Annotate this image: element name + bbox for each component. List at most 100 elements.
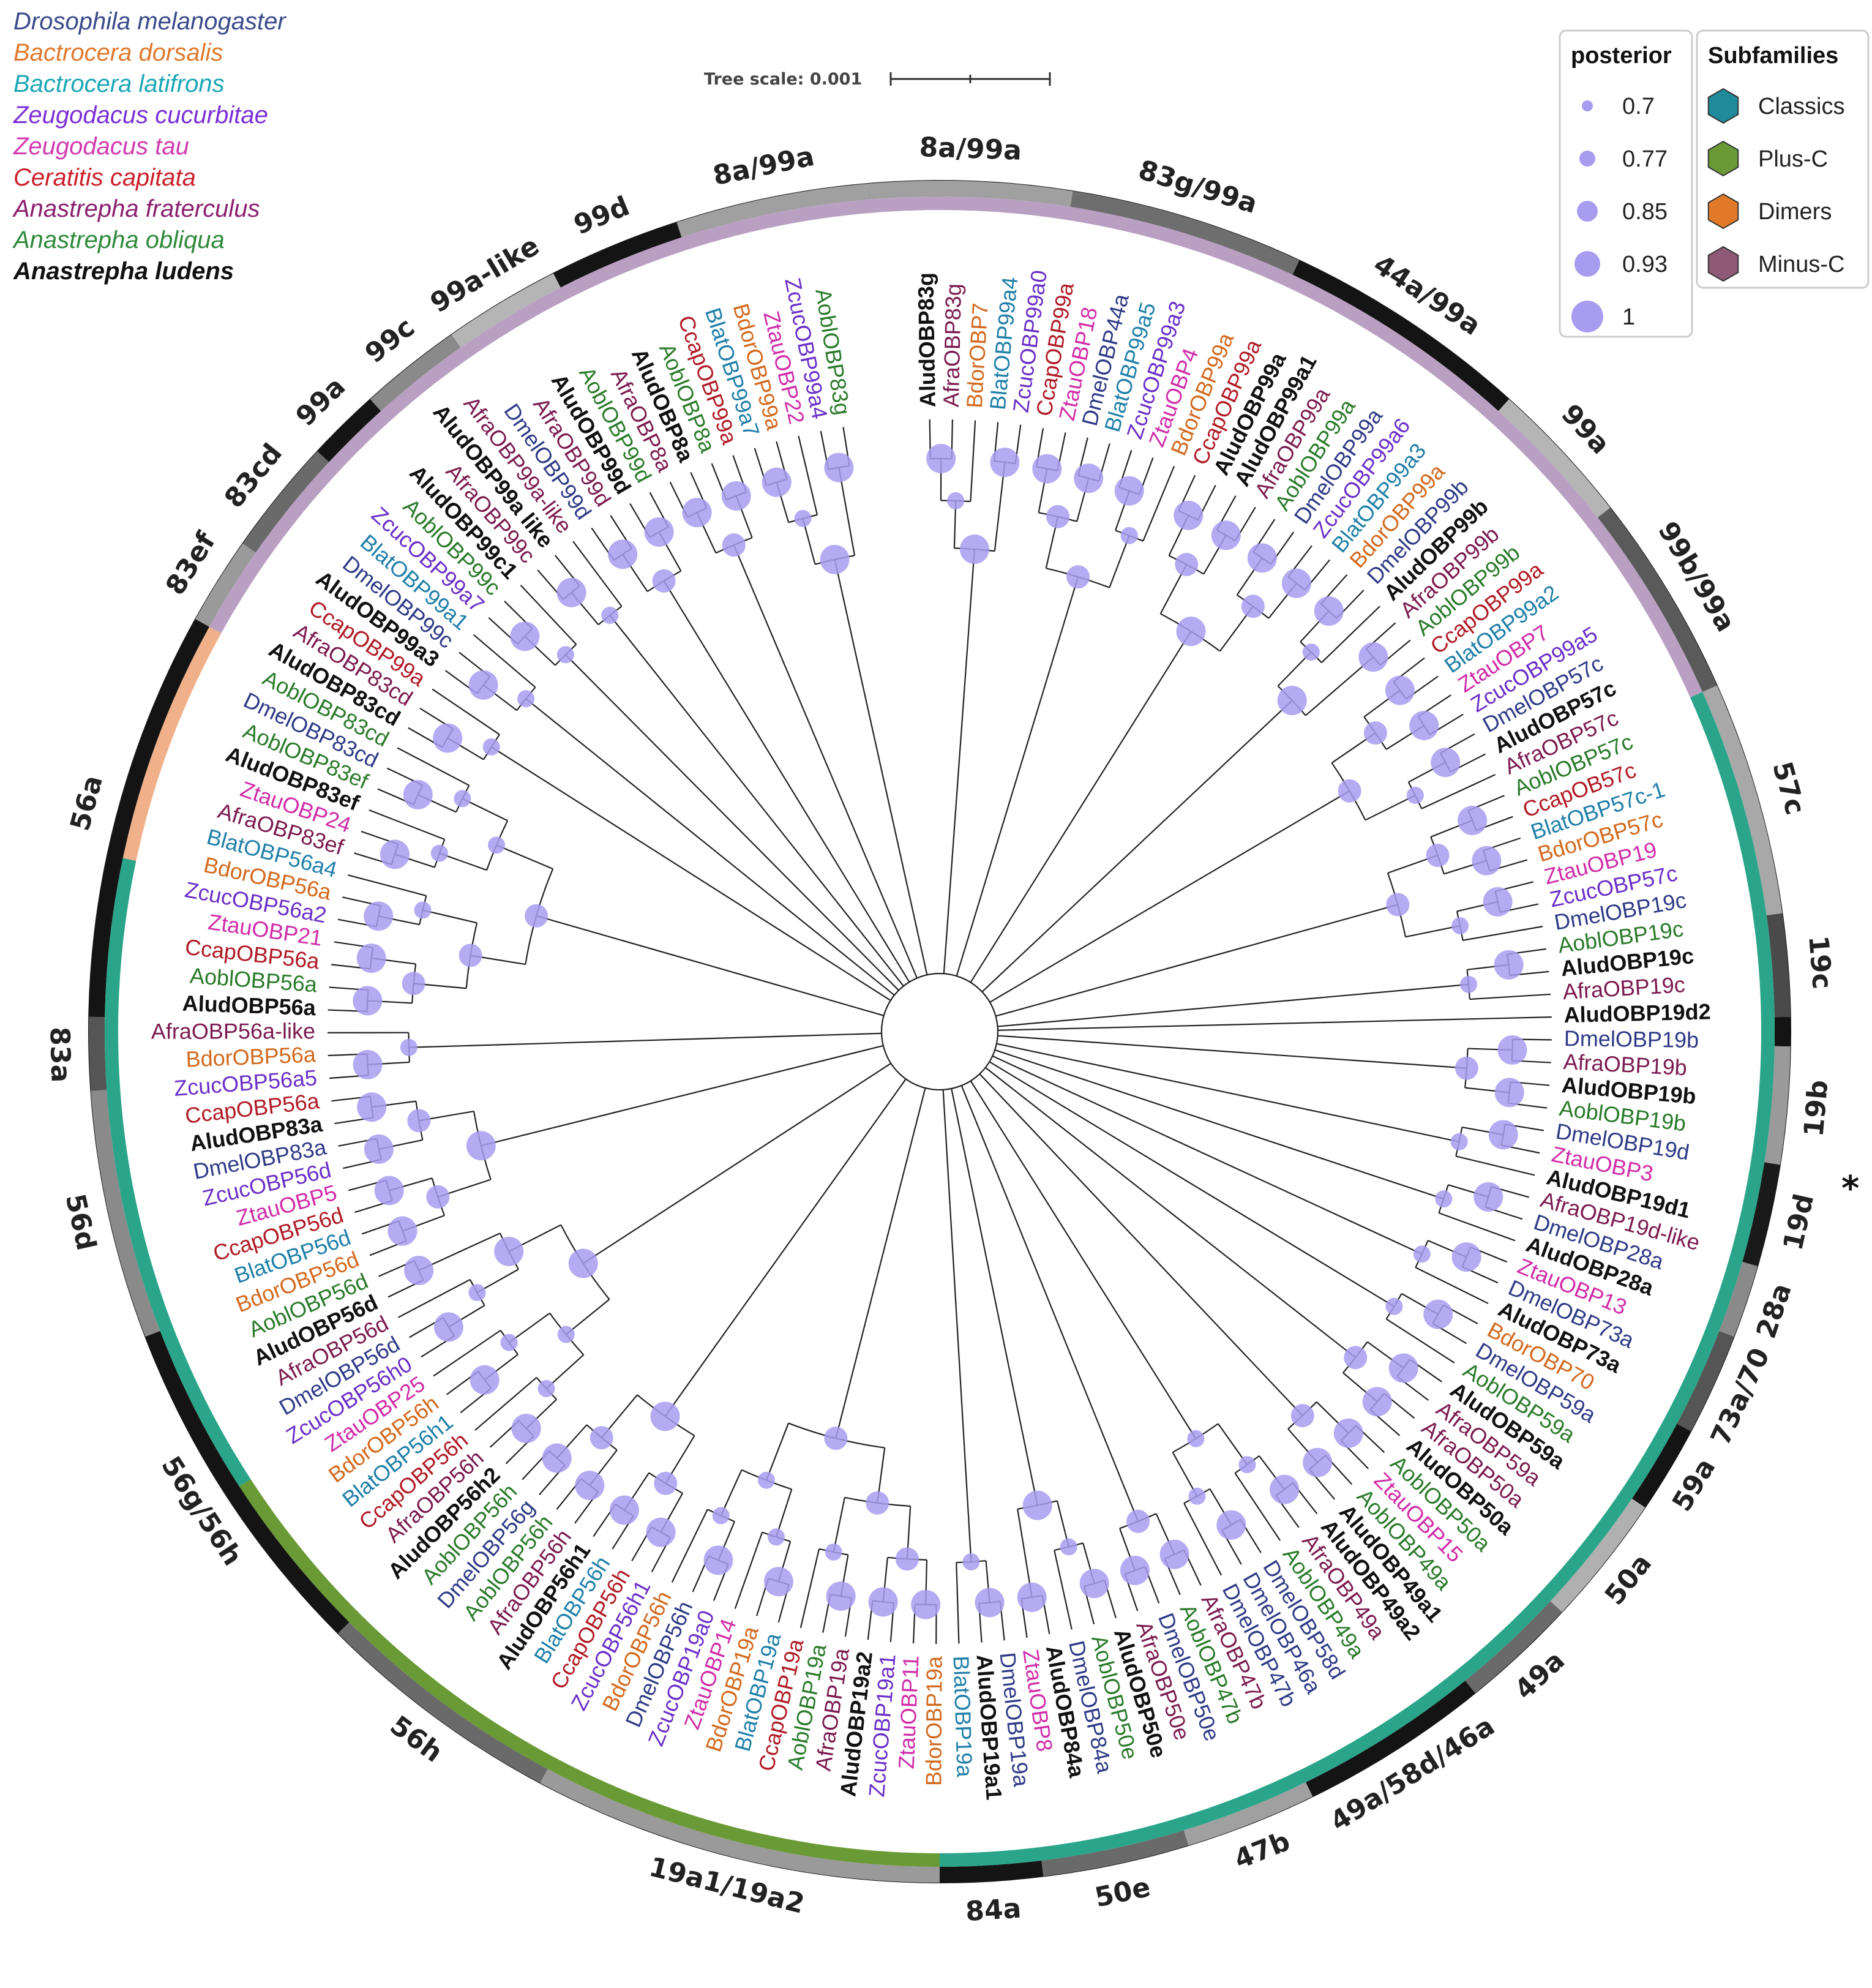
tree-branch [422,909,477,924]
clade-segment [1774,1016,1791,1047]
clade-segment [865,181,1073,207]
posterior-node [820,544,850,574]
tree-branch [565,654,878,970]
posterior-node [510,621,540,651]
tree-branch [943,929,948,974]
tree-branch [1469,993,1551,1000]
tree-branch [801,1062,891,1122]
posterior-node [1483,887,1513,917]
tree-branch [348,874,427,897]
posterior-node [1302,643,1320,661]
tree-branch [981,915,1064,992]
posterior-node [459,943,482,967]
tree-branch [795,1032,882,1037]
subfamily-legend-swatch [1707,88,1739,124]
tree-branch [536,915,820,998]
tree-branch [473,634,536,688]
posterior-node [487,836,505,854]
posterior-node [1238,1456,1256,1474]
tree-branch [815,953,891,1001]
clade-segment [1597,508,1717,692]
posterior-node [926,444,956,474]
clade-segment [91,1090,160,1337]
posterior-node [866,1491,889,1515]
posterior-legend-header: posterior [1571,43,1672,69]
tree-branch [1415,1267,1489,1304]
posterior-node [353,1049,383,1079]
posterior-node [542,1443,572,1473]
posterior-node [1074,463,1104,493]
posterior-node [654,1471,678,1495]
posterior-node [722,533,746,557]
posterior-legend-circle [1579,151,1595,167]
subfamily-legend-swatch [1707,193,1739,230]
tree-branch [1462,926,1543,941]
posterior-node [1431,748,1461,778]
species-legend-item: Anastrepha ludens [13,258,234,285]
posterior-node [1290,1404,1314,1428]
clade-label: 83a [43,1027,76,1083]
tree-branch [1109,535,1130,588]
posterior-legend-label: 0.7 [1622,94,1655,119]
posterior-node [1472,846,1502,876]
tree-branch [1054,1550,1073,1630]
posterior-node [1460,975,1478,993]
clade-label: 47b [1230,1826,1294,1875]
tree-branch [891,919,918,978]
species-legend-item: Anastrepha fraterculus [12,195,260,222]
tree-branch [997,1035,1099,1044]
clade-label: 57c [1766,758,1811,818]
tree-branch [798,435,818,516]
tree-branch [572,541,623,607]
posterior-node [511,1414,541,1444]
tree-branch [481,1075,762,1147]
posterior-node [1314,596,1344,626]
tree-branch [960,1085,992,1160]
posterior-node [794,509,812,527]
posterior-node [414,901,432,919]
tree-branch [834,559,910,894]
posterior-node [1488,1120,1518,1150]
posterior-node [430,844,448,862]
tree-branch [956,1562,960,1644]
tree-branch [970,1080,1009,1142]
clade-segment [1766,913,1791,1018]
tree-branch [663,580,858,898]
tip-label: BdorOBP19a [921,1656,946,1786]
tree-branch [970,420,976,502]
clade-segment [1041,1830,1189,1877]
tree-branch [908,893,928,975]
tree-branch [1183,1502,1222,1576]
tree-branch [761,1045,884,1077]
posterior-node [1494,1078,1524,1108]
clade-segment [1702,685,1783,916]
posterior-node [500,1333,518,1351]
species-legend-item: Zeugodacus tau [13,133,189,160]
clade-segment [338,1622,548,1784]
tree-branch [1439,1212,1516,1242]
tree-branch [1041,790,1350,973]
posterior-node [947,492,965,509]
posterior-legend-circle [1574,251,1600,277]
posterior-node [466,1131,496,1161]
posterior-node [1497,1035,1527,1065]
clade-label: 99a [290,371,352,432]
posterior-legend-circle [1577,201,1598,222]
tree-branch [496,844,553,870]
subfamily-segment [105,858,251,1487]
tree-branch [433,1329,501,1377]
posterior-legend-box [1559,29,1693,338]
tip-label: AfraOBP19b [1563,1049,1688,1080]
tree-branch [864,936,904,987]
species-legend-item: Drosophila melanogaster [13,8,286,35]
tree-branch [525,698,850,959]
posterior-node [407,1109,431,1133]
posterior-node [1270,1474,1300,1504]
posterior-node [652,569,676,593]
posterior-node [609,1495,639,1525]
posterior-node [1385,675,1415,705]
tree-branch [1008,1141,1197,1439]
clade-label: 19b [1799,1079,1835,1138]
tree-branch [970,1183,1038,1506]
